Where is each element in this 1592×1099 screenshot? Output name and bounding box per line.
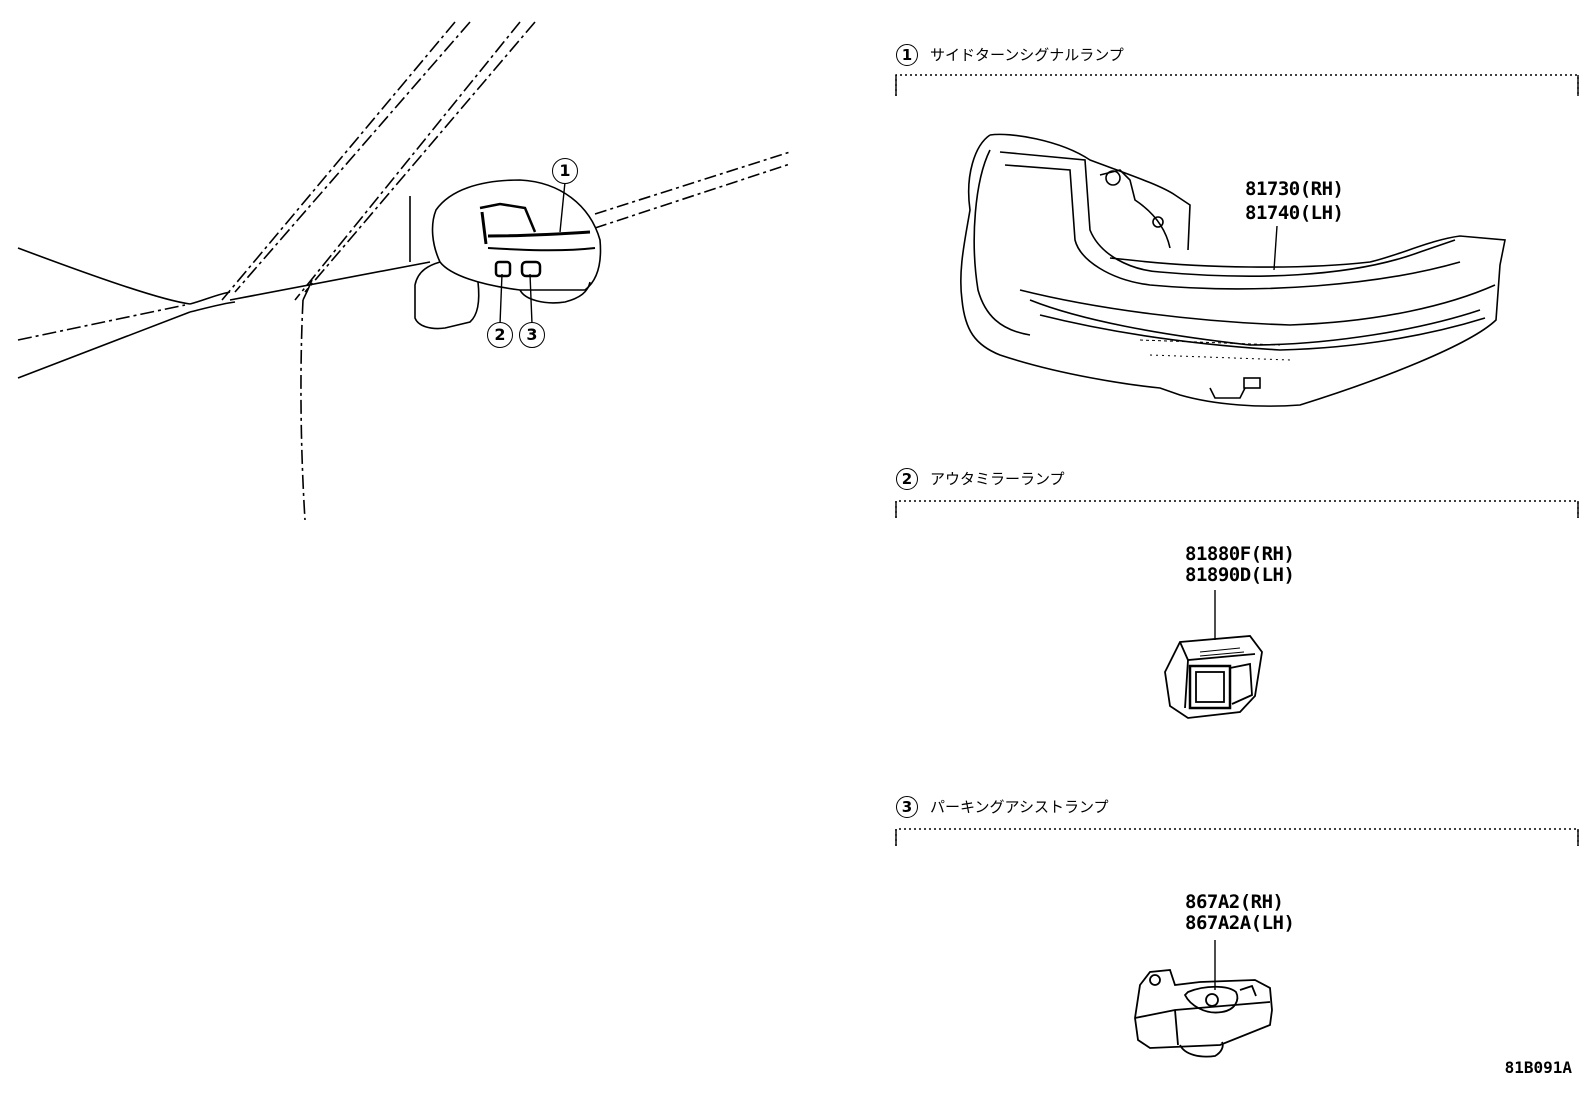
section-1-title: 1 サイドターンシグナルランプ [896,44,1124,66]
part-number-2-lh: 81890D(LH) [1185,564,1295,586]
callout-3: 3 [519,322,545,348]
outer-mirror-lamp-drawing [1164,590,1263,719]
illustration-ref-code: 81B091A [1504,1058,1572,1077]
part-number-2-rh: 81880F(RH) [1185,543,1295,565]
section-2-number: 2 [896,468,918,490]
callout-2-number: 2 [494,325,506,344]
section-3-title: 3 パーキングアシストランプ [896,796,1109,818]
section-brackets [895,74,1579,846]
section-1-number: 1 [896,44,918,66]
section-3-number: 3 [896,796,918,818]
section-1-label: サイドターンシグナルランプ [930,46,1124,64]
part-number-3-rh: 867A2(RH) [1185,891,1284,913]
side-turn-signal-lamp-drawing [960,133,1506,407]
callout-2: 2 [487,322,513,348]
section-2-label: アウタミラーランプ [930,470,1065,488]
callout-1: 1 [552,158,578,184]
callout-1-number: 1 [559,161,571,180]
section-2-title: 2 アウタミラーランプ [896,468,1065,490]
part-number-3-lh: 867A2A(LH) [1185,912,1295,934]
callout-3-number: 3 [526,325,538,344]
part-number-1-rh: 81730(RH) [1245,178,1344,200]
parking-assist-lamp-drawing [1134,940,1273,1058]
section-3-label: パーキングアシストランプ [930,798,1109,816]
vehicle-mirror-overview-drawing [17,21,791,521]
part-number-1-lh: 81740(LH) [1245,202,1344,224]
